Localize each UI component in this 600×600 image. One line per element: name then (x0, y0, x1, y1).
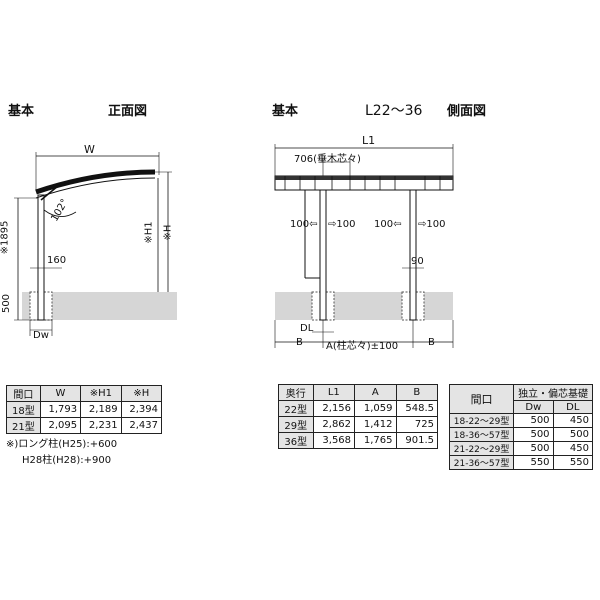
side-arrow-right-b: ⇨100 (418, 219, 446, 230)
frontage-header-cell: ※H1 (80, 385, 122, 402)
side-post-right (409, 189, 417, 321)
side-l1-label: L1 (362, 134, 376, 147)
front-view-title: 正面図 (108, 104, 148, 119)
foundation-header-frontage: 間口 (448, 384, 515, 414)
side-rafter-label: 706(垂木芯々) (294, 154, 361, 165)
foundation-table-subheader: Dw DL (450, 400, 594, 414)
side-title-kihon: 基本 (272, 104, 299, 119)
note-long-post: ※)ロング柱(H25):+600 (6, 439, 118, 450)
table-row: 18-22～29型 500 450 (448, 413, 594, 428)
foundation-header-group: 独立・偏芯基礎 (513, 384, 593, 401)
frontage-table: 間口 W ※H1 ※H 18型 1,793 2,189 2,394 21型 2,… (6, 385, 163, 434)
table-row: 22型 2,156 1,059 548.5 (278, 400, 438, 417)
side-dl-label: DL (300, 323, 314, 334)
depth-table: 奥行 L1 A B 22型 2,156 1,059 548.5 29型 2,86… (278, 384, 438, 449)
side-arrow-left-a: 100⇦ (290, 219, 318, 230)
table-row: 36型 3,568 1,765 901.5 (278, 432, 438, 449)
table-row: 21-22～29型 500 450 (448, 441, 594, 456)
side-rafters (284, 176, 441, 190)
foundation-subheader-dl: DL (552, 400, 594, 414)
side-a-label: A(柱芯々)±100 (326, 341, 399, 352)
front-roof (35, 169, 156, 195)
table-row: 18型 1,793 2,189 2,394 (6, 401, 163, 418)
table-row: 18-36～57型 500 500 (448, 427, 594, 442)
frontage-header-cell: 間口 (6, 385, 41, 402)
table-row: 29型 2,862 1,412 725 (278, 416, 438, 433)
front-roof-inner (35, 177, 156, 199)
table-row: 21型 2,095 2,231 2,437 (6, 417, 163, 434)
side-90-label: 90 (411, 256, 424, 267)
frontage-header-cell: ※H (120, 385, 163, 402)
table-row: 21-36～57型 550 550 (448, 455, 594, 470)
foundation-table: 間口 独立・偏芯基礎 Dw DL 18-22～29型 500 450 18-36… (448, 384, 594, 470)
side-view-title: 側面図 (447, 104, 487, 119)
foundation-table-header: 間口 独立・偏芯基礎 (448, 384, 593, 414)
front-angle-arc (43, 209, 77, 217)
note-h28-post: H28柱(H28):+900 (22, 455, 112, 466)
side-b-left-label: B (296, 337, 303, 348)
side-arrow-right-a: ⇨100 (328, 219, 356, 230)
frontage-table-header: 間口 W ※H1 ※H (6, 385, 163, 402)
frontage-header-cell: W (39, 385, 82, 402)
depth-table-header: 奥行 L1 A B (278, 384, 438, 401)
front-title-kihon: 基本 (8, 104, 35, 119)
side-range-title: L22～36 (365, 103, 423, 119)
side-b-right-label: B (428, 337, 435, 348)
side-ground (275, 292, 453, 320)
front-w-label: W (84, 143, 95, 156)
side-arrow-left-b: 100⇦ (374, 219, 402, 230)
front-160-label: 160 (47, 255, 67, 266)
front-dw-label: Dw (33, 330, 49, 341)
side-post-left (319, 189, 327, 321)
foundation-subheader-dw: Dw (513, 400, 554, 414)
